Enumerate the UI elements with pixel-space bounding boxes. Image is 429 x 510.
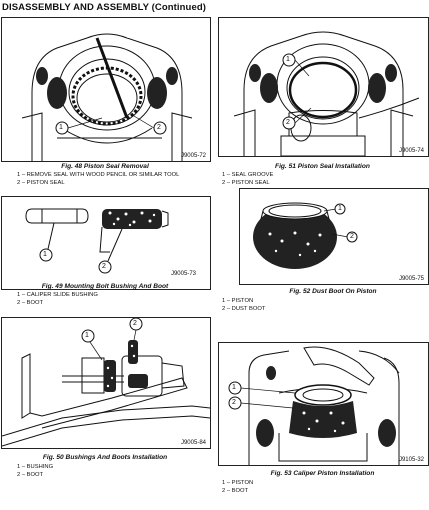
callout-1: 1 (232, 384, 236, 391)
callout-2: 2 (102, 263, 106, 270)
figure-legend: 1 – BUSHING 2 – BOOT (17, 463, 53, 479)
caliper-piston-seal-installation-drawing (233, 31, 420, 156)
figure-code: J9005-72 (180, 153, 206, 159)
callout-1: 1 (43, 251, 47, 258)
callout-1: 1 (59, 124, 63, 131)
caliper-piston-installation-drawing (228, 346, 400, 465)
legend-item: 2 – BOOT (17, 472, 44, 478)
figure-53-illustration: 1 2 J9105-32 (218, 342, 429, 466)
figure-legend: 1 – SEAL GROOVE 2 – PISTON SEAL (222, 171, 273, 187)
legend-item: 1 – REMOVE SEAL WITH WOOD PENCIL OR SIMI… (17, 172, 180, 178)
figure-code: J9005-75 (398, 276, 424, 282)
figure-code: J9005-73 (170, 271, 196, 277)
figure-code: J9005-84 (180, 440, 206, 446)
bushings-and-boots-installation-drawing (2, 318, 210, 447)
legend-item: 2 – BOOT (222, 488, 249, 494)
figure-legend: 1 – CALIPER SLIDE BUSHING 2 – BOOT (17, 291, 98, 307)
callout-2: 2 (232, 399, 236, 406)
figure-50-illustration: 1 2 J9005-84 (1, 317, 211, 449)
callout-1: 1 (338, 205, 342, 212)
callout-1: 1 (85, 332, 89, 339)
figure-caption: Fig. 51 Piston Seal Installation (275, 163, 370, 170)
figure-52-illustration: 1 2 J9005-75 (239, 188, 429, 285)
legend-item: 1 – BUSHING (17, 464, 54, 470)
figure-caption: Fig. 50 Bushings And Boots Installation (42, 454, 168, 461)
mounting-bolt-bushing-and-boot-drawing (25, 208, 169, 274)
figure-51-illustration: 1 2 J9005-74 (218, 17, 429, 157)
dust-boot-on-piston-drawing (253, 202, 358, 269)
figure-legend: 1 – PISTON 2 – DUST BOOT (222, 297, 265, 313)
callout-1: 1 (286, 56, 290, 63)
legend-item: 1 – PISTON (222, 480, 254, 486)
legend-item: 2 – PISTON SEAL (222, 180, 270, 186)
figure-legend: 1 – PISTON 2 – BOOT (222, 479, 253, 495)
figure-48-illustration: 1 2 J9005-72 (1, 17, 211, 162)
callout-2: 2 (133, 320, 137, 327)
figure-code: J9105-32 (398, 457, 424, 463)
callout-2: 2 (286, 119, 290, 126)
legend-item: 2 – PISTON SEAL (17, 180, 65, 186)
figure-caption: Fig. 48 Piston Seal Removal (61, 163, 149, 170)
caliper-piston-seal-removal-drawing (21, 33, 193, 161)
figure-49-illustration: 1 2 J9005-73 (1, 196, 211, 290)
legend-item: 2 – BOOT (17, 300, 44, 306)
callout-2: 2 (157, 124, 161, 131)
figure-code: J9005-74 (398, 148, 424, 154)
figure-caption: Fig. 52 Dust Boot On Piston (289, 288, 377, 295)
page-header: DISASSEMBLY AND ASSEMBLY (Continued) (2, 2, 206, 13)
legend-item: 1 – PISTON (222, 298, 254, 304)
figure-legend: 1 – REMOVE SEAL WITH WOOD PENCIL OR SIMI… (17, 171, 179, 187)
figure-caption: Fig. 53 Caliper Piston Installation (270, 470, 375, 477)
legend-item: 1 – CALIPER SLIDE BUSHING (17, 292, 98, 298)
legend-item: 2 – DUST BOOT (222, 306, 266, 312)
callout-2: 2 (350, 233, 354, 240)
legend-item: 1 – SEAL GROOVE (222, 172, 274, 178)
figure-caption: Fig. 49 Mounting Bolt Bushing And Boot (41, 283, 169, 290)
